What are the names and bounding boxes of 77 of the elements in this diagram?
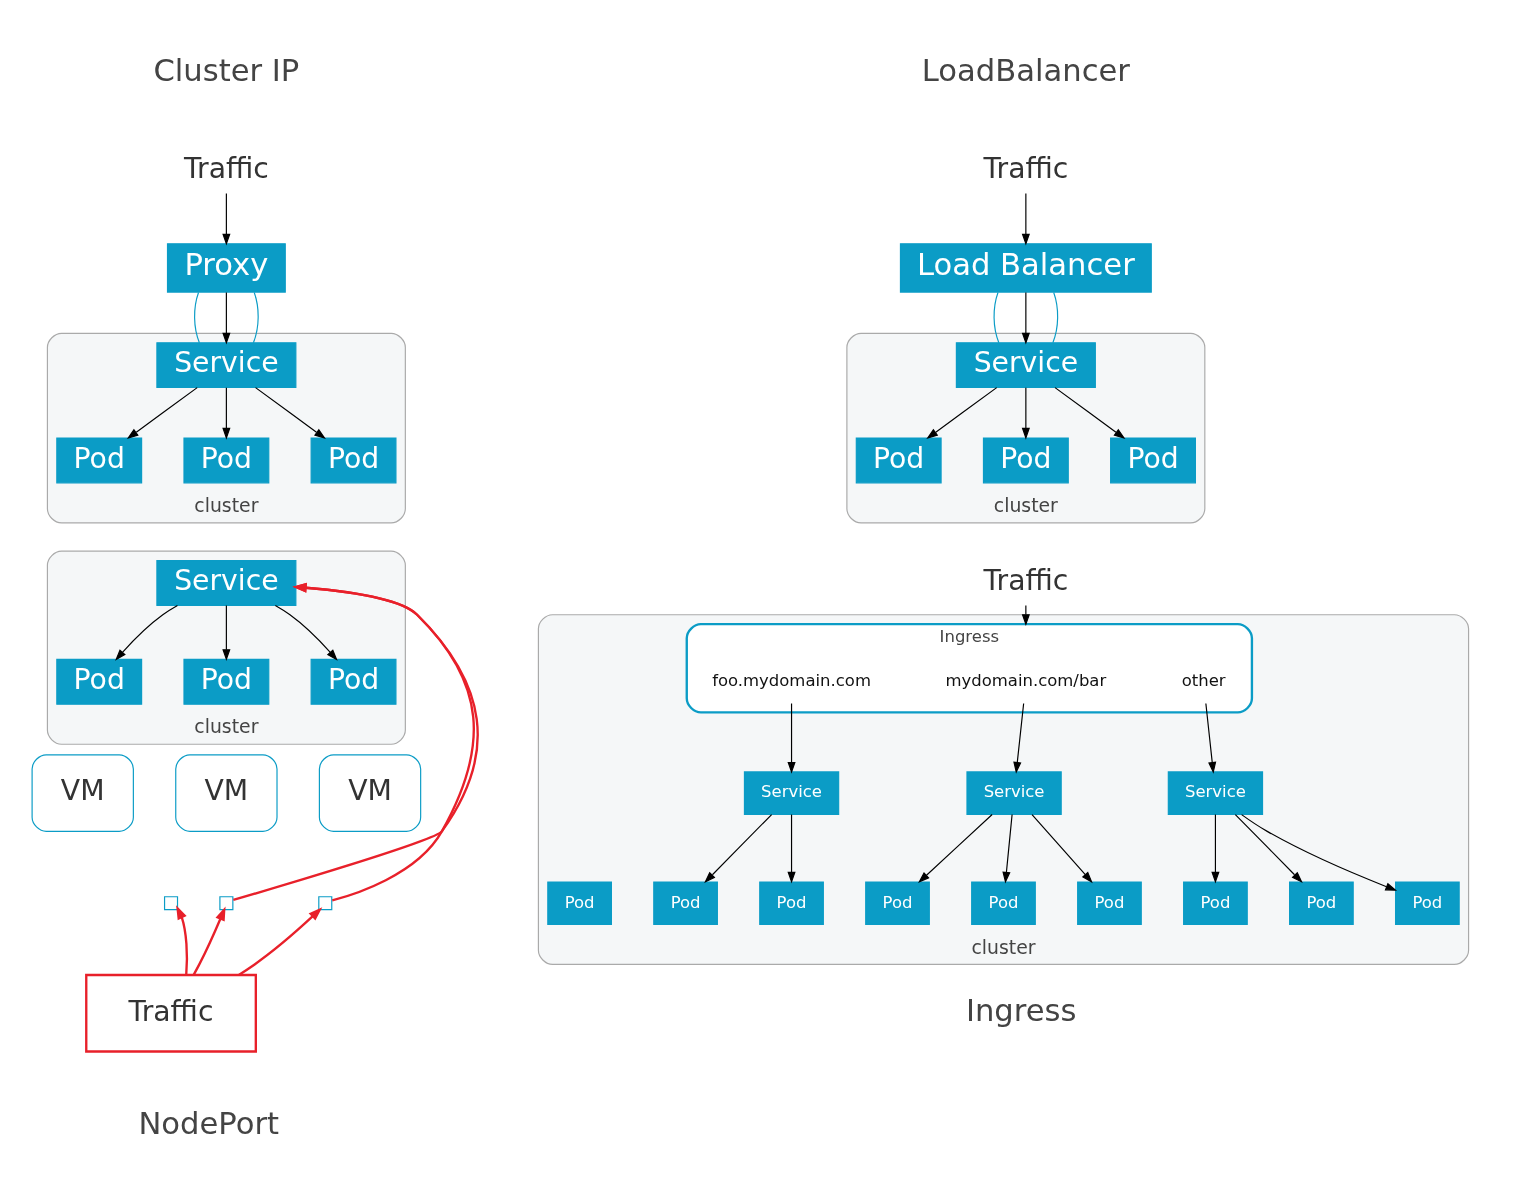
- node-box: Service: [955, 342, 1096, 389]
- node-box: Pod: [759, 881, 824, 925]
- arrow: [1002, 813, 1013, 884]
- node-box: Pod: [855, 437, 942, 484]
- node-box: Pod: [865, 881, 930, 925]
- arrow: [926, 387, 998, 440]
- arrow: [1211, 813, 1220, 884]
- node-box: Traffic: [85, 973, 257, 1053]
- connector: [1052, 292, 1059, 344]
- node-box: Service: [156, 342, 297, 389]
- node-box: Service: [743, 771, 840, 815]
- arrow: [254, 387, 326, 440]
- node-box: Pod: [56, 658, 143, 705]
- node-text: Traffic: [183, 152, 269, 186]
- node-box: Proxy: [166, 243, 286, 293]
- arrow: [1205, 702, 1217, 774]
- node-box: Pod: [56, 437, 143, 484]
- label: NodePort: [138, 1105, 280, 1141]
- label: LoadBalancer: [921, 53, 1130, 89]
- arrow: [232, 582, 479, 902]
- node-box: [219, 896, 234, 911]
- arrow: [787, 813, 796, 884]
- arrow: [1013, 702, 1025, 774]
- node-box: VM: [31, 754, 134, 832]
- node-box: [318, 896, 333, 911]
- node-box: VM: [175, 754, 278, 832]
- node-box: Pod: [971, 881, 1036, 925]
- node-box: Pod: [1289, 881, 1354, 925]
- arrow: [704, 813, 773, 884]
- arrow: [1241, 814, 1398, 891]
- node-box: Pod: [982, 437, 1069, 484]
- node-box: Pod: [183, 658, 270, 705]
- node-box: VM: [318, 754, 422, 832]
- arrow: [192, 906, 226, 976]
- arrow: [222, 604, 231, 662]
- arrow: [176, 905, 189, 975]
- arrow: [1021, 387, 1030, 440]
- arrow: [1021, 192, 1030, 246]
- arrow: [918, 813, 993, 884]
- node-box: Pod: [547, 881, 612, 925]
- node-box: Pod: [183, 437, 270, 484]
- node-box: Service: [966, 771, 1062, 815]
- node-box: Pod: [1077, 881, 1142, 925]
- arrow: [115, 604, 178, 661]
- arrow: [126, 387, 198, 440]
- node-box: Pod: [653, 881, 718, 925]
- arrow: [222, 387, 231, 440]
- node-text: mydomain.com/bar: [945, 671, 1107, 691]
- node-text: Traffic: [983, 152, 1069, 186]
- node-box: Load Balancer: [899, 243, 1152, 293]
- connector: [993, 292, 1000, 344]
- arrow: [1021, 292, 1030, 345]
- node-box: Pod: [1183, 881, 1248, 925]
- arrow: [222, 192, 231, 246]
- label: Ingress: [965, 992, 1077, 1028]
- node-box: Service: [156, 559, 297, 606]
- node-box: Pod: [310, 437, 397, 484]
- node-text: Traffic: [983, 564, 1069, 598]
- arrow: [1031, 813, 1093, 884]
- arrow: [274, 604, 338, 661]
- connector: [194, 292, 200, 344]
- node-box: Pod: [1395, 881, 1460, 925]
- arrow: [222, 292, 231, 345]
- arrow: [1054, 387, 1126, 440]
- node-box: [163, 896, 179, 911]
- arrow: [292, 582, 475, 902]
- node-text: foo.mydomain.com: [712, 671, 871, 691]
- node-box: Pod: [1110, 437, 1196, 484]
- label: Cluster IP: [153, 53, 300, 89]
- node-text: other: [1181, 671, 1226, 691]
- arrow: [238, 907, 323, 976]
- connector: [252, 292, 259, 344]
- arrow: [1021, 604, 1030, 626]
- arrow: [1234, 813, 1303, 884]
- node-box: Service: [1167, 771, 1264, 815]
- arrow: [787, 702, 796, 774]
- node-box: Pod: [310, 658, 397, 705]
